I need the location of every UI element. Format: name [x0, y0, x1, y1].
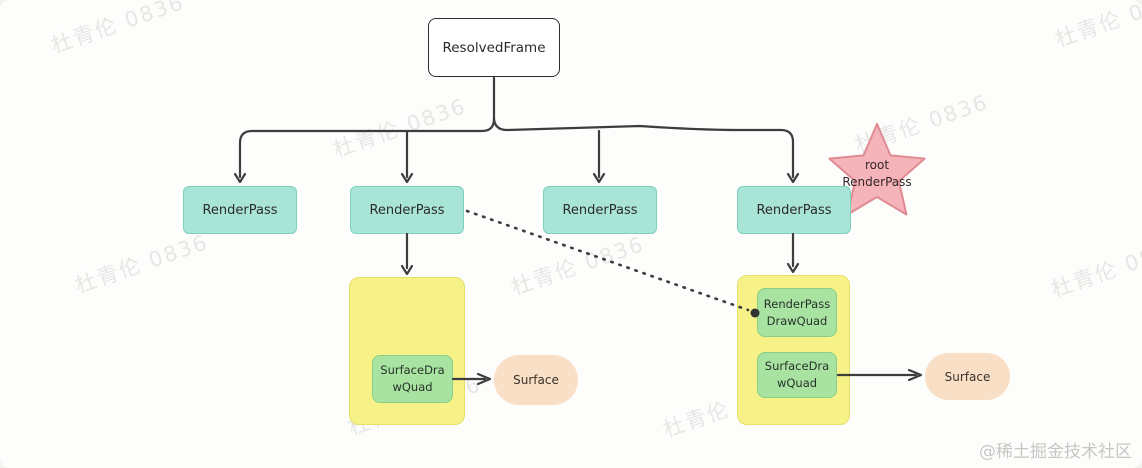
watermark-text: 杜青伦 0836: [330, 93, 470, 162]
watermark-text: 杜青伦 0836: [1052, 0, 1142, 52]
surface-node-right: Surface: [925, 353, 1010, 400]
surface-label: Surface: [513, 373, 559, 387]
render-pass-draw-quad-node: RenderPassDrawQuad: [757, 288, 837, 337]
watermark-text: 杜青伦 0836: [72, 229, 212, 298]
render-pass-label: RenderPass: [562, 202, 638, 218]
surface-draw-quad-label: SurfaceDrawQuad: [764, 359, 830, 390]
render-pass-label: RenderPass: [202, 202, 278, 218]
watermark-text: 杜青伦 0836: [508, 231, 648, 300]
resolved-frame-label: ResolvedFrame: [442, 39, 546, 56]
surface-draw-quad-node-right: SurfaceDrawQuad: [757, 352, 837, 398]
surface-draw-quad-node-left: SurfaceDrawQuad: [372, 355, 453, 403]
render-pass-label: RenderPass: [756, 202, 832, 218]
star-label-line1: root: [864, 158, 890, 172]
surface-label: Surface: [944, 369, 991, 384]
surface-draw-quad-label: SurfaceDrawQuad: [380, 363, 445, 394]
render-pass-label: RenderPass: [369, 202, 445, 218]
watermark-text: 杜青伦 0836: [1048, 233, 1142, 302]
render-pass-node-4: RenderPass: [737, 186, 851, 234]
render-pass-node-1: RenderPass: [183, 186, 297, 234]
brand-watermark: @稀土掘金技术社区: [979, 442, 1132, 462]
resolved-frame-node: ResolvedFrame: [428, 18, 560, 77]
render-pass-draw-quad-label: RenderPassDrawQuad: [763, 296, 831, 328]
render-pass-node-3: RenderPass: [543, 186, 657, 234]
surface-node-left: Surface: [494, 355, 578, 405]
watermark-text: 杜青伦 0836: [48, 0, 188, 58]
watermark-text: 杜青伦 0836: [852, 89, 992, 158]
render-pass-node-2: RenderPass: [350, 186, 464, 234]
